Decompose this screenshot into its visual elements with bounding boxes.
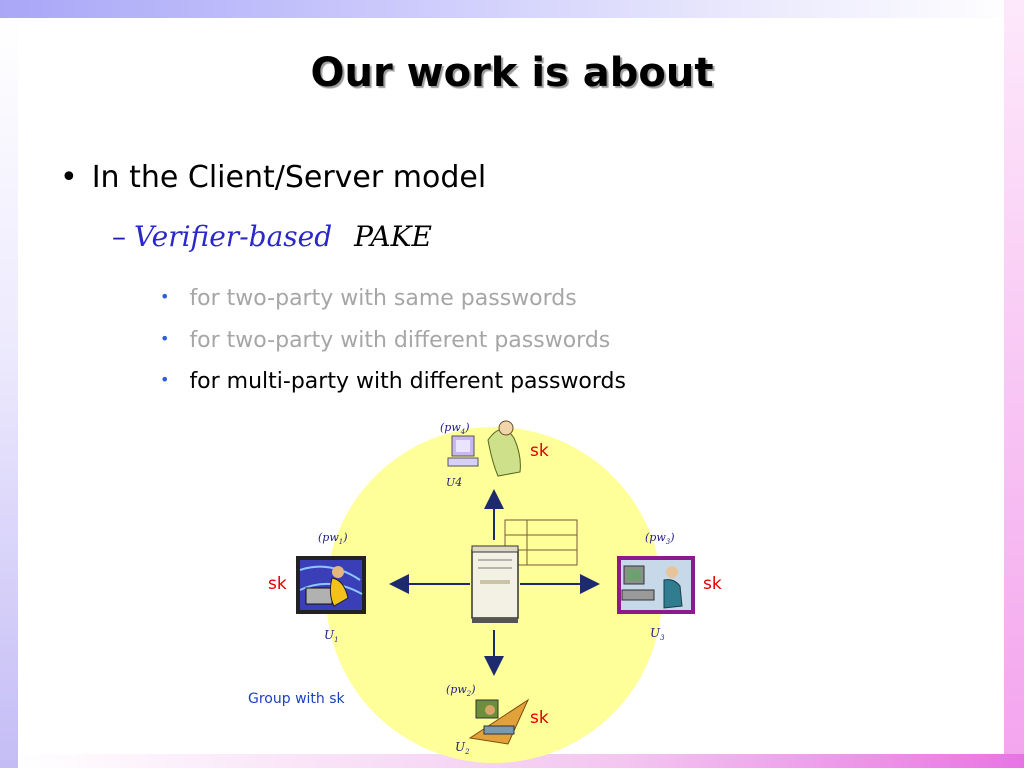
user-label-u2: U2 (455, 740, 470, 756)
user-label-u1: U1 (324, 628, 339, 644)
bullet-level1-text: In the Client/Server model (91, 160, 487, 195)
bullet-dot-icon: • (160, 370, 170, 389)
sk-label-u3: sk (703, 574, 722, 594)
user-label-u3: U3 (650, 626, 665, 642)
pw-label-u2: (pw2) (446, 683, 476, 698)
sk-label-u2: sk (530, 708, 549, 728)
verifier-based-text: Verifier-based (134, 220, 333, 253)
right-gradient-bar (1004, 0, 1024, 768)
pw-label-u3: (pw3) (645, 531, 675, 546)
user-label-u4: U4 (446, 476, 462, 489)
left-gradient-bar (0, 18, 18, 768)
sub-bullet-3: • for multi-party with different password… (160, 369, 626, 394)
slide-title: Our work is about (310, 50, 714, 96)
sk-label-u1: sk (268, 574, 287, 594)
sub-bullet-3-text: for multi-party with different passwords (189, 369, 626, 394)
bullet-level2: –Verifier-based PAKE (112, 220, 432, 253)
sk-label-u4: sk (530, 441, 549, 461)
bottom-gradient-bar (18, 754, 1024, 768)
bullet-dot-icon: • (160, 287, 170, 306)
user-u1-icon (296, 556, 366, 614)
pw-label-u1: (pw1) (318, 531, 348, 546)
bullet-level1: • In the Client/Server model (60, 160, 486, 195)
user-u2-icon (468, 698, 530, 745)
pw-label-u4: (pw4) (440, 421, 470, 436)
top-gradient-bar (0, 0, 1024, 18)
server-icon (471, 545, 519, 623)
user-u4-icon (447, 420, 521, 477)
sub-bullet-1-text: for two-party with same passwords (189, 286, 577, 311)
user-u3-icon (617, 556, 695, 614)
dash-icon: – (112, 220, 126, 253)
sub-bullet-1: • for two-party with same passwords (160, 286, 577, 311)
sub-bullet-2-text: for two-party with different passwords (189, 328, 611, 353)
group-label: Group with sk (248, 691, 346, 707)
sub-bullet-2: • for two-party with different passwords (160, 328, 610, 353)
bullet-dot-icon: • (60, 160, 78, 195)
bullet-dot-icon: • (160, 329, 170, 348)
pake-text: PAKE (354, 220, 432, 253)
